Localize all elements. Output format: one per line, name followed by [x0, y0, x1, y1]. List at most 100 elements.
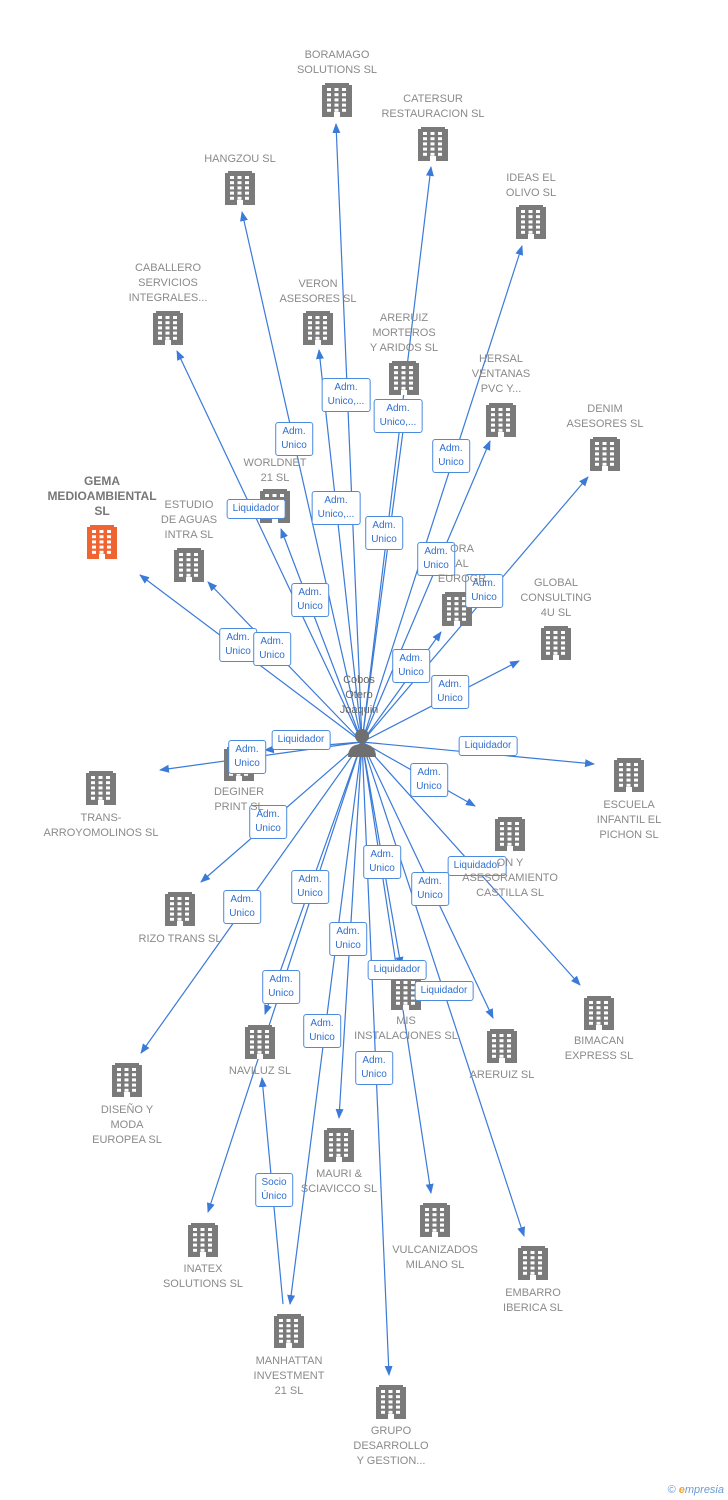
company-areruizm-building-icon[interactable] — [389, 361, 419, 395]
company-hersal-label[interactable]: HERSAL VENTANAS PVC Y... — [471, 353, 531, 395]
company-bimacan-building-icon[interactable] — [584, 996, 614, 1030]
edge-label-escuela[interactable]: Liquidador — [458, 736, 518, 756]
company-denim-building-icon[interactable] — [590, 437, 620, 471]
company-naviluz-building-icon[interactable] — [245, 1025, 275, 1059]
company-diseno-building-icon[interactable] — [112, 1063, 142, 1097]
company-global-building-icon[interactable] — [541, 626, 571, 660]
edge-label-naviluz[interactable]: Adm. Unico — [262, 970, 300, 1004]
company-caballero-building-icon[interactable] — [153, 311, 183, 345]
company-areruizm-label[interactable]: ARERUIZ MORTEROS Y ARIDOS SL — [369, 312, 439, 354]
company-inatex-building-icon[interactable] — [188, 1223, 218, 1257]
edge-label-castilla[interactable]: Adm. Unico — [410, 763, 448, 797]
company-embarro-label[interactable]: EMBARRO IBERICA SL — [503, 1287, 563, 1314]
company-mis-label[interactable]: MIS INSTALACIONES SL — [354, 1015, 458, 1042]
edge-label-estudio[interactable]: Adm. Unico — [253, 632, 291, 666]
edge-hersal — [361, 440, 491, 743]
footer-brand: © empresia — [668, 1484, 724, 1496]
edge-label-areruizm[interactable]: Adm. Unico — [365, 516, 403, 550]
company-manhattan-label[interactable]: MANHATTAN INVESTMENT 21 SL — [253, 1355, 325, 1397]
company-inatex-label[interactable]: INATEX SOLUTIONS SL — [162, 1263, 244, 1290]
company-rizo-label[interactable]: RIZO TRANS SL — [138, 933, 222, 945]
copyright-symbol: © — [667, 1484, 676, 1496]
company-mauri-building-icon[interactable] — [324, 1128, 354, 1162]
edge-label-vulcanizados[interactable]: Adm. Unico — [363, 845, 401, 879]
company-manhattan-building-icon[interactable] — [274, 1314, 304, 1348]
company-catersur-label[interactable]: CATERSUR RESTAURACION SL — [381, 93, 485, 120]
company-rizo-building-icon[interactable] — [165, 892, 195, 926]
edge-label-mis[interactable]: Liquidador — [367, 960, 427, 980]
edge-areruizm — [361, 400, 410, 743]
company-gema-label[interactable]: GEMA MEDIOAMBIENTAL SL — [47, 474, 157, 518]
edge-label-deginer[interactable]: Liquidador — [271, 730, 331, 750]
edge-label-denim[interactable]: Adm. Unico — [417, 542, 455, 576]
company-gema-building-icon[interactable] — [87, 525, 117, 559]
company-veron-label[interactable]: VERON ASESORES SL — [279, 278, 357, 305]
company-naviluz-label[interactable]: NAVILUZ SL — [228, 1065, 292, 1077]
company-ideas-building-icon[interactable] — [516, 205, 546, 239]
edge-label-ora[interactable]: Adm. Unico — [392, 649, 430, 683]
edge-catersur — [361, 166, 434, 743]
company-vulcanizados-building-icon[interactable] — [420, 1203, 450, 1237]
company-castilla-label[interactable]: ON Y ASESORAMIENTO CASTILLA SL — [462, 857, 558, 899]
company-deginer-label[interactable]: DEGINER PRINT SL — [213, 786, 265, 813]
company-grupo-building-icon[interactable] — [376, 1385, 406, 1419]
company-embarro-building-icon[interactable] — [518, 1246, 548, 1280]
company-denim-label[interactable]: DENIM ASESORES SL — [566, 403, 644, 430]
brand-logo-initial: e — [678, 1484, 685, 1496]
company-caballero-label[interactable]: CABALLERO SERVICIOS INTEGRALES... — [128, 262, 208, 304]
edge-hangzou — [240, 211, 363, 743]
person-name-label[interactable]: Cobos Otero Joaquin — [339, 674, 379, 716]
edge-label-manhattan-to-naviluz[interactable]: Socio Único — [255, 1173, 293, 1207]
company-bimacan-label[interactable]: BIMACAN EXPRESS SL — [564, 1035, 634, 1062]
company-catersur-building-icon[interactable] — [418, 127, 448, 161]
edge-label-hersal[interactable]: Adm. Unico — [465, 574, 503, 608]
company-areruiz-label[interactable]: ARERUIZ SL — [469, 1069, 535, 1081]
company-boramago-building-icon[interactable] — [322, 83, 352, 117]
company-diseno-label[interactable]: DISEÑO Y MODA EUROPEA SL — [92, 1104, 162, 1146]
company-trans-building-icon[interactable] — [86, 771, 116, 805]
company-ora-label[interactable]: ORA AL EUROGR — [437, 543, 487, 585]
edge-label-embarro[interactable]: Adm. Unico — [411, 872, 449, 906]
edge-label-worldnet[interactable]: Adm. Unico — [291, 583, 329, 617]
edge-label-ideas[interactable]: Adm. Unico — [432, 439, 470, 473]
edge-label-caballero[interactable]: Liquidador — [226, 499, 286, 519]
edge-label-hangzou[interactable]: Adm. Unico — [275, 422, 313, 456]
person-icon[interactable] — [348, 729, 376, 757]
company-grupo-label[interactable]: GRUPO DESARROLLO Y GESTION... — [353, 1425, 429, 1467]
company-global-label[interactable]: GLOBAL CONSULTING 4U SL — [520, 577, 592, 619]
edge-denim — [361, 476, 589, 743]
edge-label-diseno[interactable]: Adm. Unico — [223, 890, 261, 924]
company-escuela-label[interactable]: ESCUELA INFANTIL EL PICHON SL — [596, 799, 662, 841]
edge-label-trans[interactable]: Adm. Unico — [228, 740, 266, 774]
company-escuela-building-icon[interactable] — [614, 758, 644, 792]
company-ideas-label[interactable]: IDEAS EL OLIVO SL — [505, 172, 557, 199]
company-vulcanizados-label[interactable]: VULCANIZADOS MILANO SL — [392, 1244, 478, 1271]
edge-label-areruiz[interactable]: Liquidador — [414, 981, 474, 1001]
edge-label-mauri[interactable]: Adm. Unico — [329, 922, 367, 956]
edge-label-bimacan[interactable]: Liquidador — [447, 856, 507, 876]
edge-label-catersur[interactable]: Adm. Unico,... — [373, 399, 423, 433]
company-boramago-label[interactable]: BORAMAGO SOLUTIONS SL — [296, 49, 378, 76]
company-areruiz-building-icon[interactable] — [487, 1029, 517, 1063]
edge-label-grupo[interactable]: Adm. Unico — [355, 1051, 393, 1085]
edge-label-global[interactable]: Adm. Unico — [431, 675, 469, 709]
company-mauri-label[interactable]: MAURI & SCIAVICCO SL — [300, 1168, 378, 1195]
edge-label-manhattan[interactable]: Adm. Unico — [303, 1014, 341, 1048]
edge-caballero — [176, 350, 363, 743]
company-estudio-label[interactable]: ESTUDIO DE AGUAS INTRA SL — [160, 499, 218, 541]
edge-veron — [316, 349, 363, 743]
brand-logo-text: mpresia — [684, 1484, 724, 1496]
edge-label-veron[interactable]: Adm. Unico,... — [311, 491, 361, 525]
edge-label-gema[interactable]: Adm. Unico — [219, 628, 257, 662]
company-hangzou-label[interactable]: HANGZOU SL — [204, 153, 276, 165]
edge-label-rizo[interactable]: Adm. Unico — [249, 805, 287, 839]
company-veron-building-icon[interactable] — [303, 311, 333, 345]
company-hangzou-building-icon[interactable] — [225, 171, 255, 205]
edge-label-inatex[interactable]: Adm. Unico — [291, 870, 329, 904]
company-castilla-building-icon[interactable] — [495, 817, 525, 851]
edge-label-boramago[interactable]: Adm. Unico,... — [321, 378, 371, 412]
company-hersal-building-icon[interactable] — [486, 403, 516, 437]
company-estudio-building-icon[interactable] — [174, 548, 204, 582]
company-worldnet-label[interactable]: WORLDNET 21 SL — [243, 457, 307, 484]
company-trans-label[interactable]: TRANS- ARROYOMOLINOS SL — [43, 812, 159, 839]
